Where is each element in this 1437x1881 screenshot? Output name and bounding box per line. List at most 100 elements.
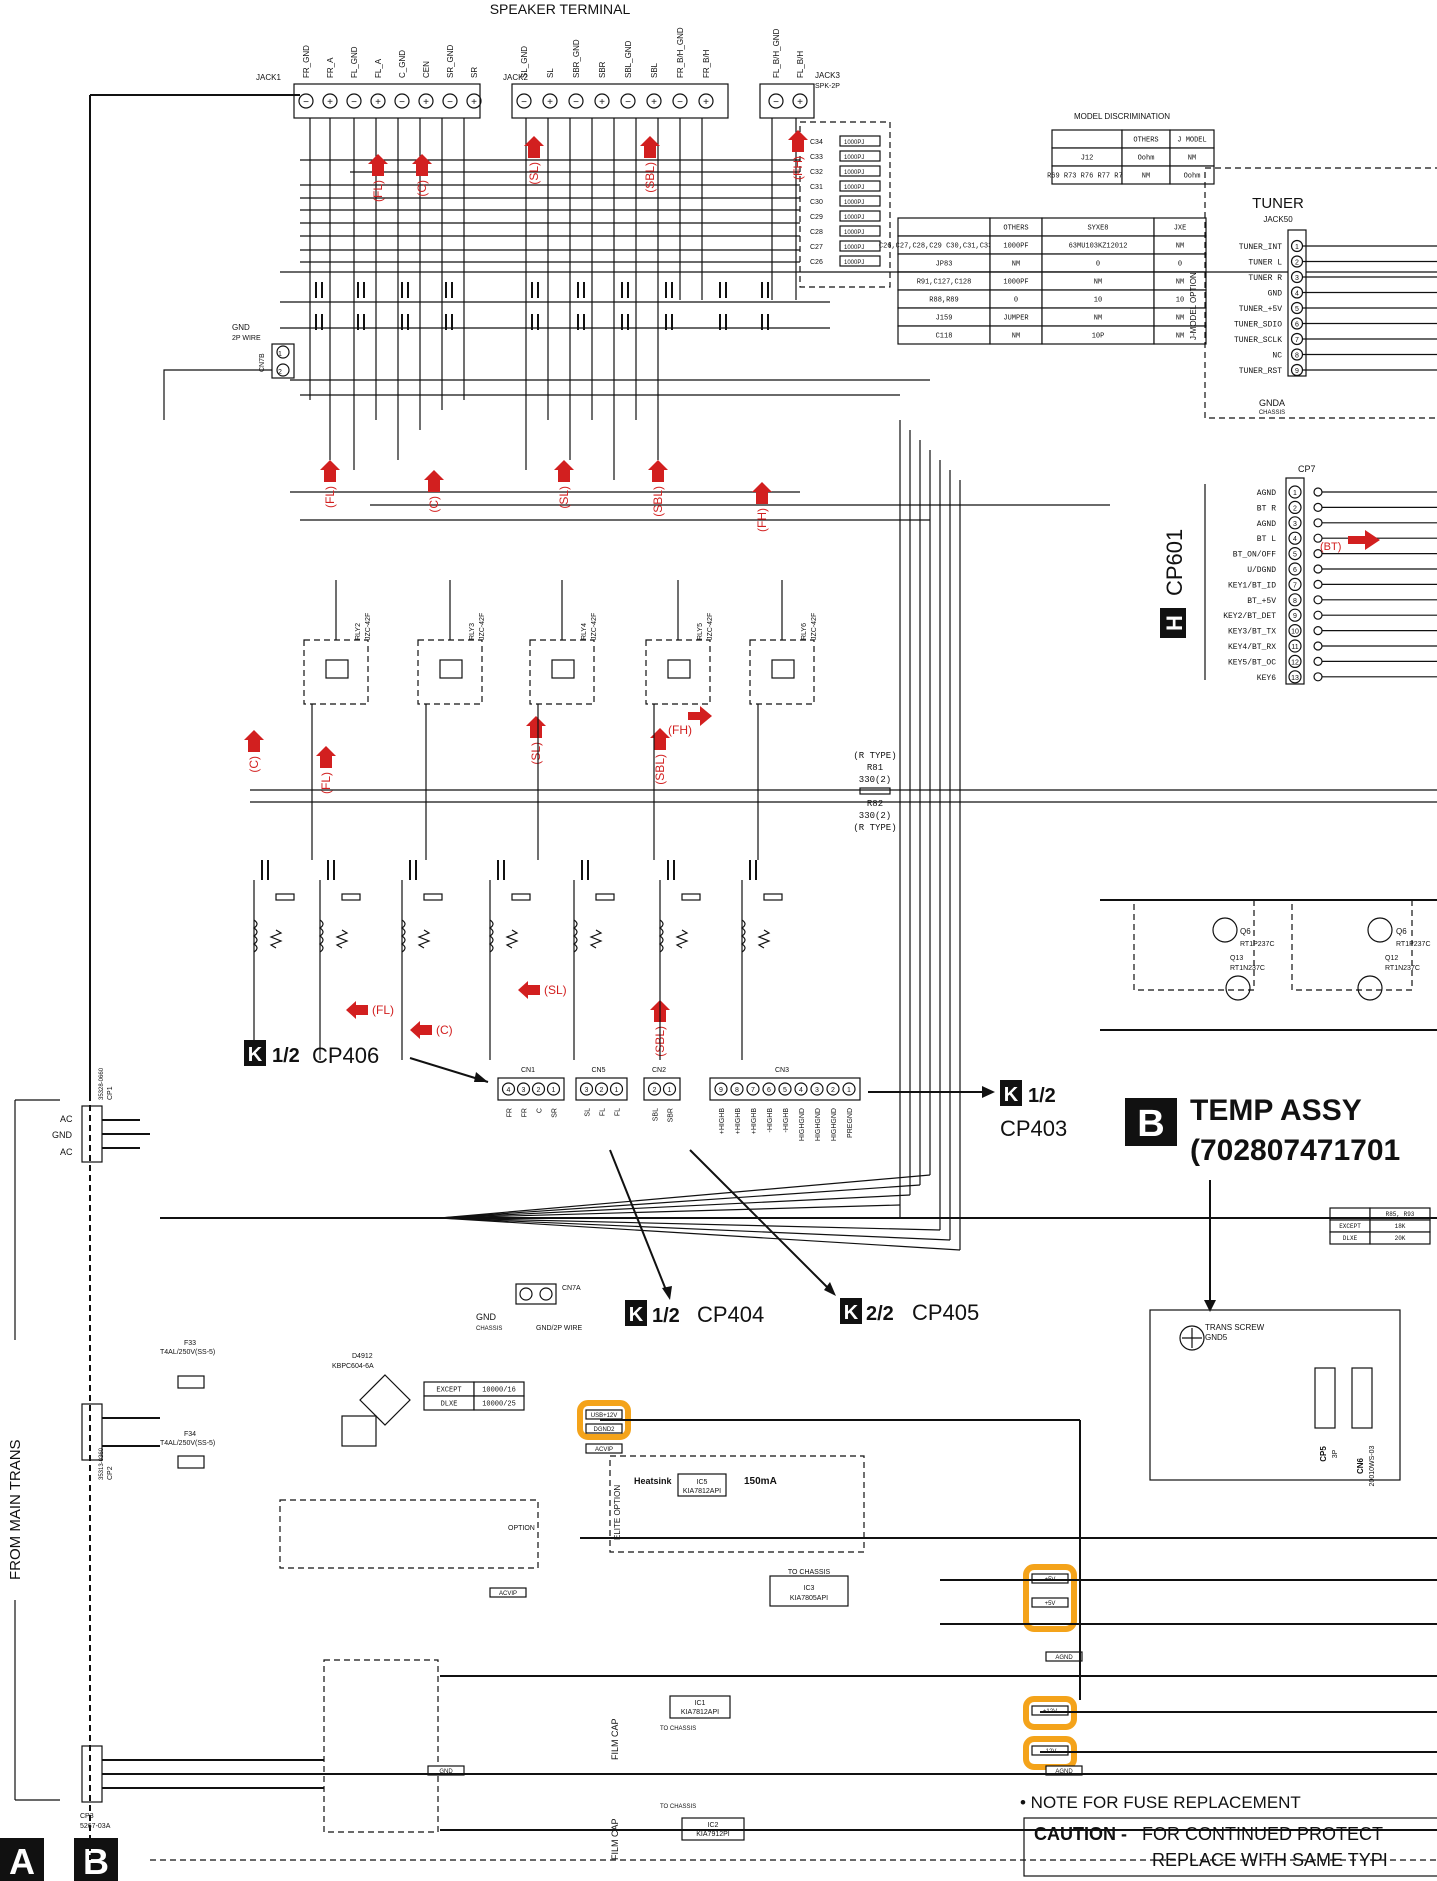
- jack2: JACK2 −SL_GND+SL−SBR_GND+SBR−SBL_GND+SBL…: [503, 27, 729, 119]
- jack1-pin-4: [370, 93, 386, 109]
- cp7-pin-num: 1: [1293, 490, 1297, 497]
- tuner-pin-num: 9: [1295, 368, 1299, 375]
- cp5-label: CP5: [1319, 1446, 1328, 1462]
- regulator-ic1: IC1 KIA7812API TO CHASSIS: [660, 1695, 731, 1732]
- cp7-pin: [1288, 654, 1302, 669]
- bottom-connector-pin-label: +HIGHB: [719, 1108, 726, 1135]
- tuner-pin-label: TUNER R: [1248, 274, 1282, 283]
- k-frac-cp405: 2/2: [866, 1303, 894, 1325]
- ref-k1-cp404: K 1/2 CP404: [609, 1149, 764, 1327]
- jack2-pin-6: [646, 93, 662, 109]
- tuner-pin: [1290, 239, 1304, 253]
- table-cell-text: 10000/25: [482, 1401, 516, 1409]
- gnd-label: GND: [52, 1130, 73, 1140]
- ic5-heatsink: Heatsink: [634, 1476, 673, 1486]
- filter-resistor: [505, 929, 519, 949]
- bottom-connector-pin: [826, 1082, 840, 1096]
- cp7-pin: [1288, 485, 1302, 499]
- cp7-pin-label: KEY4/BT_RX: [1228, 643, 1276, 652]
- table-cell-text: J159: [936, 315, 953, 323]
- cp7-pin-num: 3: [1293, 521, 1297, 528]
- jack2-pin-7: [672, 93, 688, 109]
- table-cell-text: SYXE8: [1087, 225, 1108, 233]
- table-cell: [473, 1395, 525, 1411]
- k-badge-cp405: K: [844, 1302, 859, 1324]
- bottom-connector-pin-num: 2: [537, 1087, 541, 1094]
- channel-arrow: [640, 136, 660, 158]
- cn7b-gnd-label: GND: [232, 323, 250, 332]
- ic3-part: KIA7805API: [790, 1595, 828, 1602]
- cp7-pin-num: 13: [1291, 675, 1299, 682]
- cp7-pin: [1288, 670, 1302, 684]
- cp7-pin-num: 8: [1293, 598, 1297, 605]
- table-cell-text: 0: [1178, 261, 1182, 269]
- bridge-part: KBPC604-6A: [332, 1363, 374, 1370]
- jack1-pin-label: SR_GND: [446, 44, 455, 78]
- filter-cap-value: 1000PJ: [844, 260, 864, 266]
- bottom-connector-pin-num: 1: [615, 1087, 619, 1094]
- filter-resistor: [595, 893, 615, 901]
- svg-text:RT1N237C: RT1N237C: [1230, 965, 1265, 972]
- rail-tag: [1031, 1705, 1069, 1716]
- channel-arrow: [424, 470, 444, 492]
- filter-cap-body: [839, 180, 881, 192]
- relay-model: JZC-42F: [707, 613, 714, 640]
- cp7-pin-label: BT R: [1257, 504, 1276, 513]
- bottom-connector-pin-num: 1: [847, 1087, 851, 1094]
- jack2-pin-5: [620, 93, 636, 109]
- md-title: MODEL DISCRIMINATION: [1074, 112, 1170, 121]
- cp7-pin: [1288, 593, 1302, 607]
- ic3-name: IC3: [804, 1585, 815, 1592]
- speaker-terminal-title: SPEAKER TERMINAL: [490, 1, 631, 17]
- cp7-pin-terminal: [1313, 625, 1323, 636]
- channel-tag: (C): [436, 1023, 453, 1037]
- relay-coil: [771, 659, 795, 679]
- r81-label: R81: [867, 763, 883, 773]
- rail-tag-text: ACVIP: [499, 1591, 517, 1597]
- cn7b-wire-label: 2P WIRE: [232, 335, 261, 342]
- table-cell-text: 18K: [1395, 1223, 1406, 1230]
- cp7-pin-num: 10: [1291, 629, 1299, 636]
- channel-arrow: [788, 130, 808, 152]
- channel-arrow: [650, 728, 670, 750]
- option-label: OPTION: [508, 1525, 535, 1532]
- filter-resistor: [675, 929, 689, 949]
- table-cell-text: NM: [1094, 279, 1102, 287]
- fan-wires: [439, 420, 961, 1251]
- tuner-pin: [1290, 286, 1304, 299]
- tuner-gnda: GNDA: [1259, 398, 1285, 408]
- k-badge-cp404: K: [629, 1304, 644, 1326]
- cp7-pin-label: KEY5/BT_OC: [1228, 658, 1276, 667]
- bottom-connector-pin-num: 2: [600, 1087, 604, 1094]
- jack2-pin-1: [516, 93, 532, 109]
- filter-cap-label: C29: [810, 214, 823, 221]
- channel-arrows: (FL)(C)(SL)(SBL)(FH)(FL)(C)(SL)(SBL)(FH)…: [244, 130, 808, 1057]
- filter-cap-body: [839, 195, 881, 207]
- relay-model: JZC-42F: [479, 613, 486, 640]
- relay-model: JZC-42F: [591, 613, 598, 640]
- filter-resistor: [757, 929, 771, 949]
- bottom-connector-pin: [647, 1082, 662, 1096]
- cp1-label: CP1: [107, 1086, 114, 1100]
- cp3-part: 5267-03A: [80, 1823, 111, 1830]
- jack1-pin-2: [322, 93, 338, 109]
- ac-label-1: AC: [60, 1114, 73, 1124]
- jack1-pin-symbol: −: [399, 97, 405, 108]
- filter-cap-value: 1000PJ: [844, 200, 864, 206]
- tuner-pin-label: TUNER_+5V: [1239, 305, 1282, 314]
- cp7-pin-label: BT_ON/OFF: [1233, 551, 1276, 560]
- bottom-connector-body: [643, 1077, 681, 1101]
- bottom-connector-pin: [501, 1082, 516, 1096]
- jack1-pin-3: [346, 93, 362, 109]
- ref-k1-cp406: K 1/2 CP406: [244, 1040, 489, 1083]
- jack1-label: JACK1: [256, 73, 281, 82]
- cp7-pin-label: KEY1/BT_ID: [1228, 581, 1276, 590]
- cp7-pin-terminal: [1313, 641, 1323, 651]
- trans-screw-label: TRANS SCREW: [1205, 1323, 1265, 1332]
- table-cell: [1051, 129, 1123, 149]
- rail-labels: USB+12VDGND2ACVIPACVIP+5V+5VAGND+12V-12V…: [427, 1400, 1083, 1776]
- tuner-chassis: CHASSIS: [1259, 410, 1285, 416]
- caution-line1: FOR CONTINUED PROTECT: [1142, 1824, 1383, 1844]
